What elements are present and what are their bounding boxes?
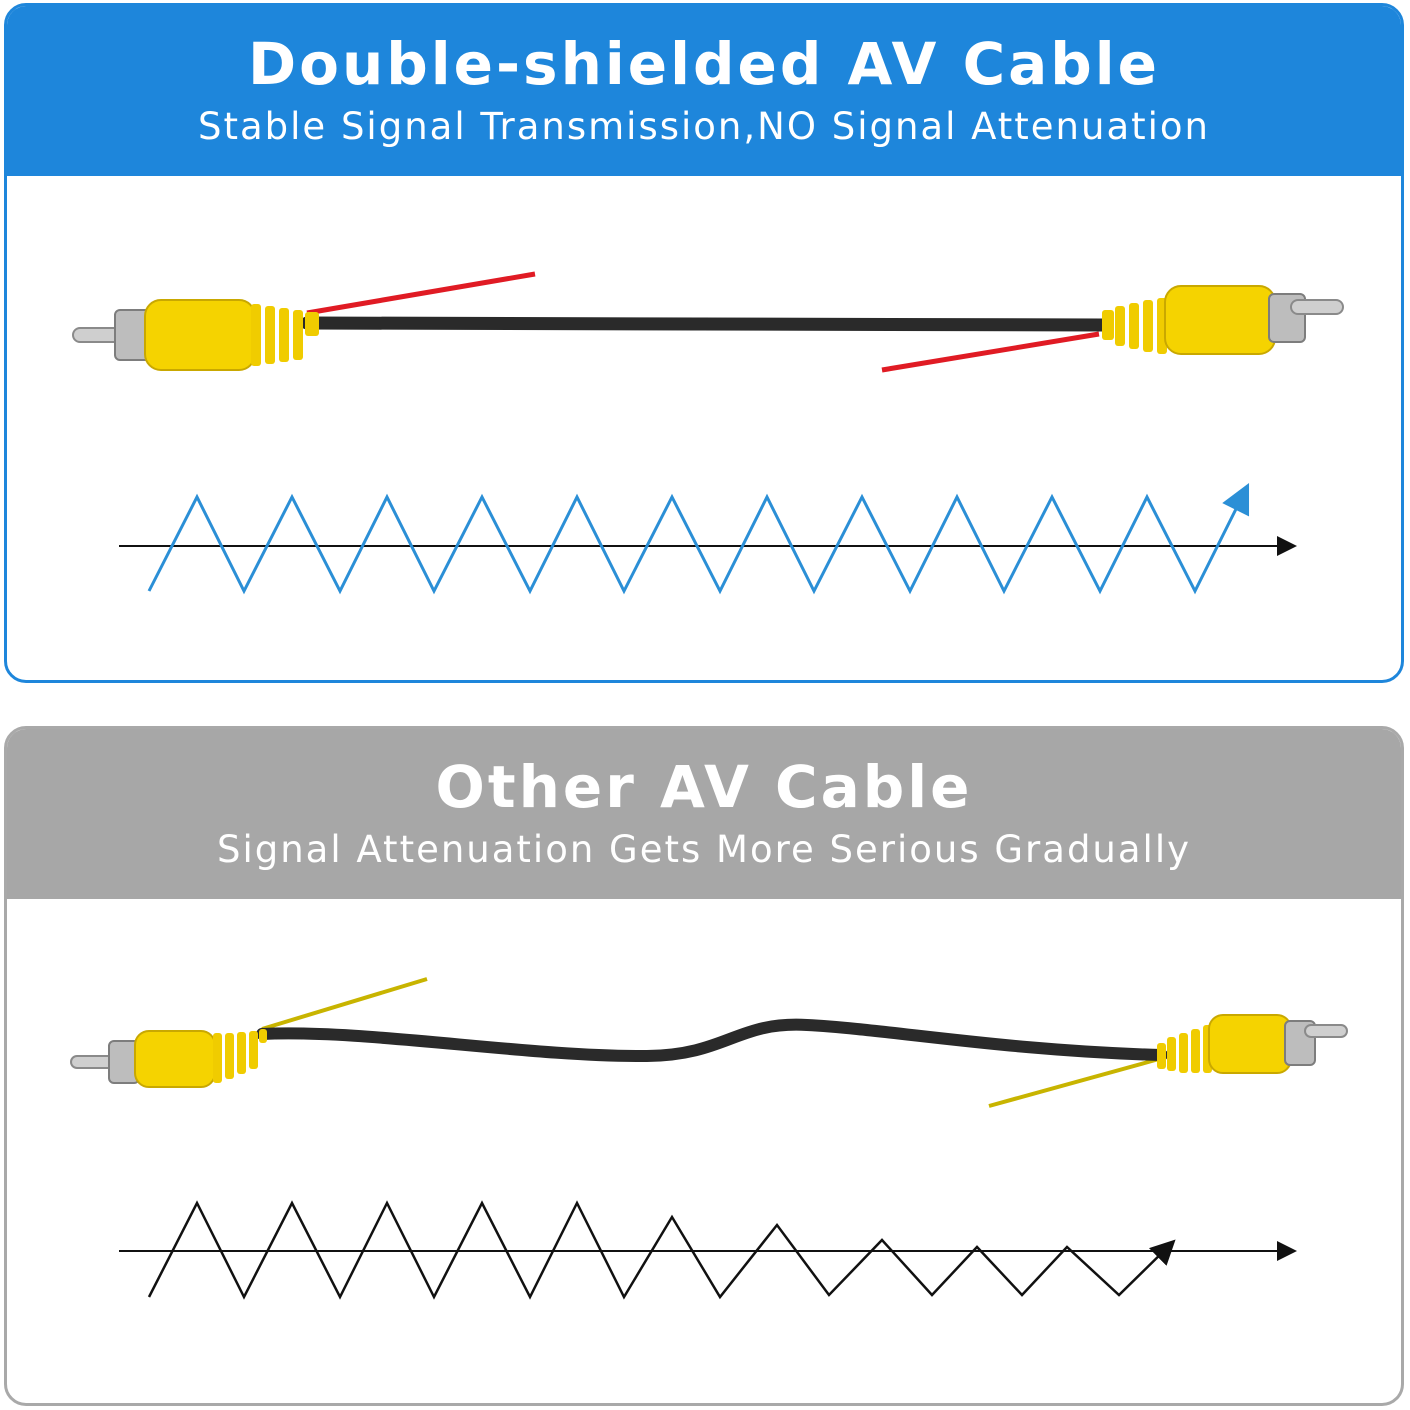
red-lead-left (306, 271, 536, 316)
rca-connector-right (1102, 285, 1344, 355)
black-wire (300, 316, 1109, 332)
attenuated-signal-graph (119, 1200, 1297, 1300)
stable-signal-wave (147, 482, 1250, 595)
other-cable-subtitle: Signal Attenuation Gets More Serious Gra… (216, 828, 1192, 871)
black-wavy-wire (256, 1018, 1168, 1063)
double-shielded-header: Double-shielded AV Cable Stable Signal T… (7, 6, 1401, 176)
double-shielded-title: Double-shielded AV Cable (247, 30, 1161, 98)
rca-connector-left (70, 1029, 267, 1088)
double-shielded-subtitle: Stable Signal Transmission,NO Signal Att… (197, 105, 1211, 148)
yellow-lead-left (261, 977, 428, 1031)
yellow-lead-right (988, 1057, 1160, 1108)
other-cable-illustration (70, 977, 1348, 1300)
attenuated-signal-wave (147, 1200, 1176, 1300)
other-cable-title: Other AV Cable (435, 753, 973, 821)
rca-connector-right (1157, 1014, 1348, 1074)
stable-signal-graph (119, 482, 1297, 595)
other-cable-header: Other AV Cable Signal Attenuation Gets M… (7, 729, 1401, 899)
straight-cable-image (72, 271, 1344, 373)
double-shielded-panel: Double-shielded AV Cable Stable Signal T… (4, 3, 1404, 683)
rca-connector-left (72, 299, 319, 371)
wavy-cable-image (70, 977, 1348, 1108)
double-shielded-illustration (72, 271, 1344, 595)
other-cable-panel: Other AV Cable Signal Attenuation Gets M… (4, 726, 1404, 1406)
red-lead-right (881, 331, 1100, 373)
